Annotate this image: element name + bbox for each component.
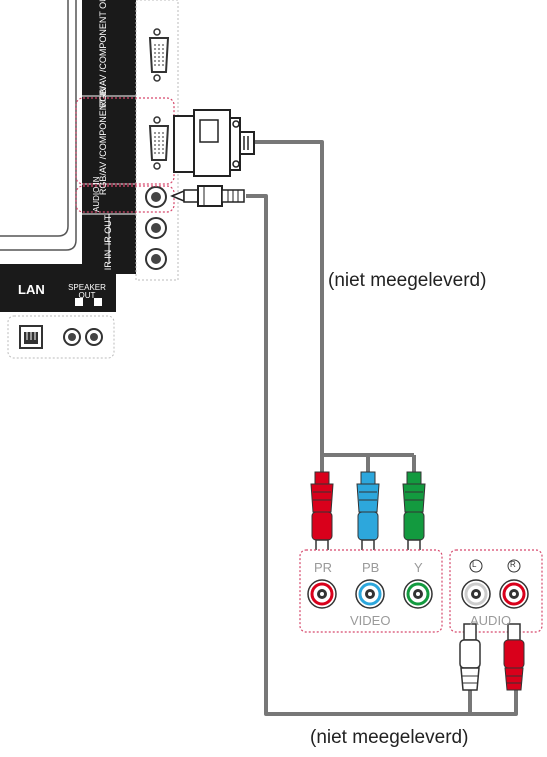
ir-in-label: IR IN (103, 249, 113, 271)
speaker-r-box (75, 298, 83, 306)
y-label: Y (414, 560, 423, 575)
pb-label: PB (362, 560, 380, 575)
audio-r-letter: R (510, 560, 516, 569)
speaker-r-jack-icon (63, 328, 81, 346)
speaker-out-label: SPEAKER OUT (68, 283, 106, 300)
audio-l-marker (469, 559, 483, 573)
video-label: VIDEO (350, 613, 391, 628)
rgb-in-highlight (75, 97, 175, 185)
ir-in-jack-icon (145, 248, 167, 270)
audio-jack-l-icon (461, 579, 491, 609)
vga-port-in-icon (148, 116, 170, 170)
tv-back-panel (0, 0, 179, 359)
audio-cable (246, 194, 518, 716)
vga-connector-icon (173, 109, 255, 177)
rca-plug-white-icon (459, 623, 481, 691)
lan-port-icon (19, 325, 43, 349)
rca-plug-green-icon (402, 471, 426, 557)
rca-plug-blue-icon (356, 471, 380, 557)
pr-label: PR (314, 560, 333, 575)
audio-l-letter: L (472, 560, 477, 569)
audio-r-marker (507, 559, 521, 573)
vga-cable (252, 140, 324, 455)
audio-jack-r-icon (499, 579, 529, 609)
speaker-l-jack-icon (85, 328, 103, 346)
video-jack-y-icon (403, 579, 433, 609)
rca-plug-red-audio-icon (503, 623, 525, 691)
video-jack-pr-icon (307, 579, 337, 609)
panel-outline-inner (0, 0, 69, 237)
ir-out-jack-icon (145, 217, 167, 239)
audio-label: AUDIO (470, 613, 512, 628)
rca-plug-red-icon (310, 471, 334, 557)
vga-port-out-icon (148, 28, 170, 82)
panel-outline-outer (0, 0, 77, 251)
audio-in-jack-icon (145, 186, 167, 208)
rgb-in-label: RGB/AV /COMPONENT IN (98, 86, 108, 196)
speaker-l-box (94, 298, 102, 306)
audio-mini-plug-icon (170, 185, 245, 207)
lan-label: LAN (18, 282, 45, 297)
caption-bottom: (niet meegeleverd) (310, 727, 469, 748)
video-jack-pb-icon (355, 579, 385, 609)
caption-top: (niet meegeleverd) (328, 270, 487, 291)
audio-in-highlight (75, 185, 175, 213)
